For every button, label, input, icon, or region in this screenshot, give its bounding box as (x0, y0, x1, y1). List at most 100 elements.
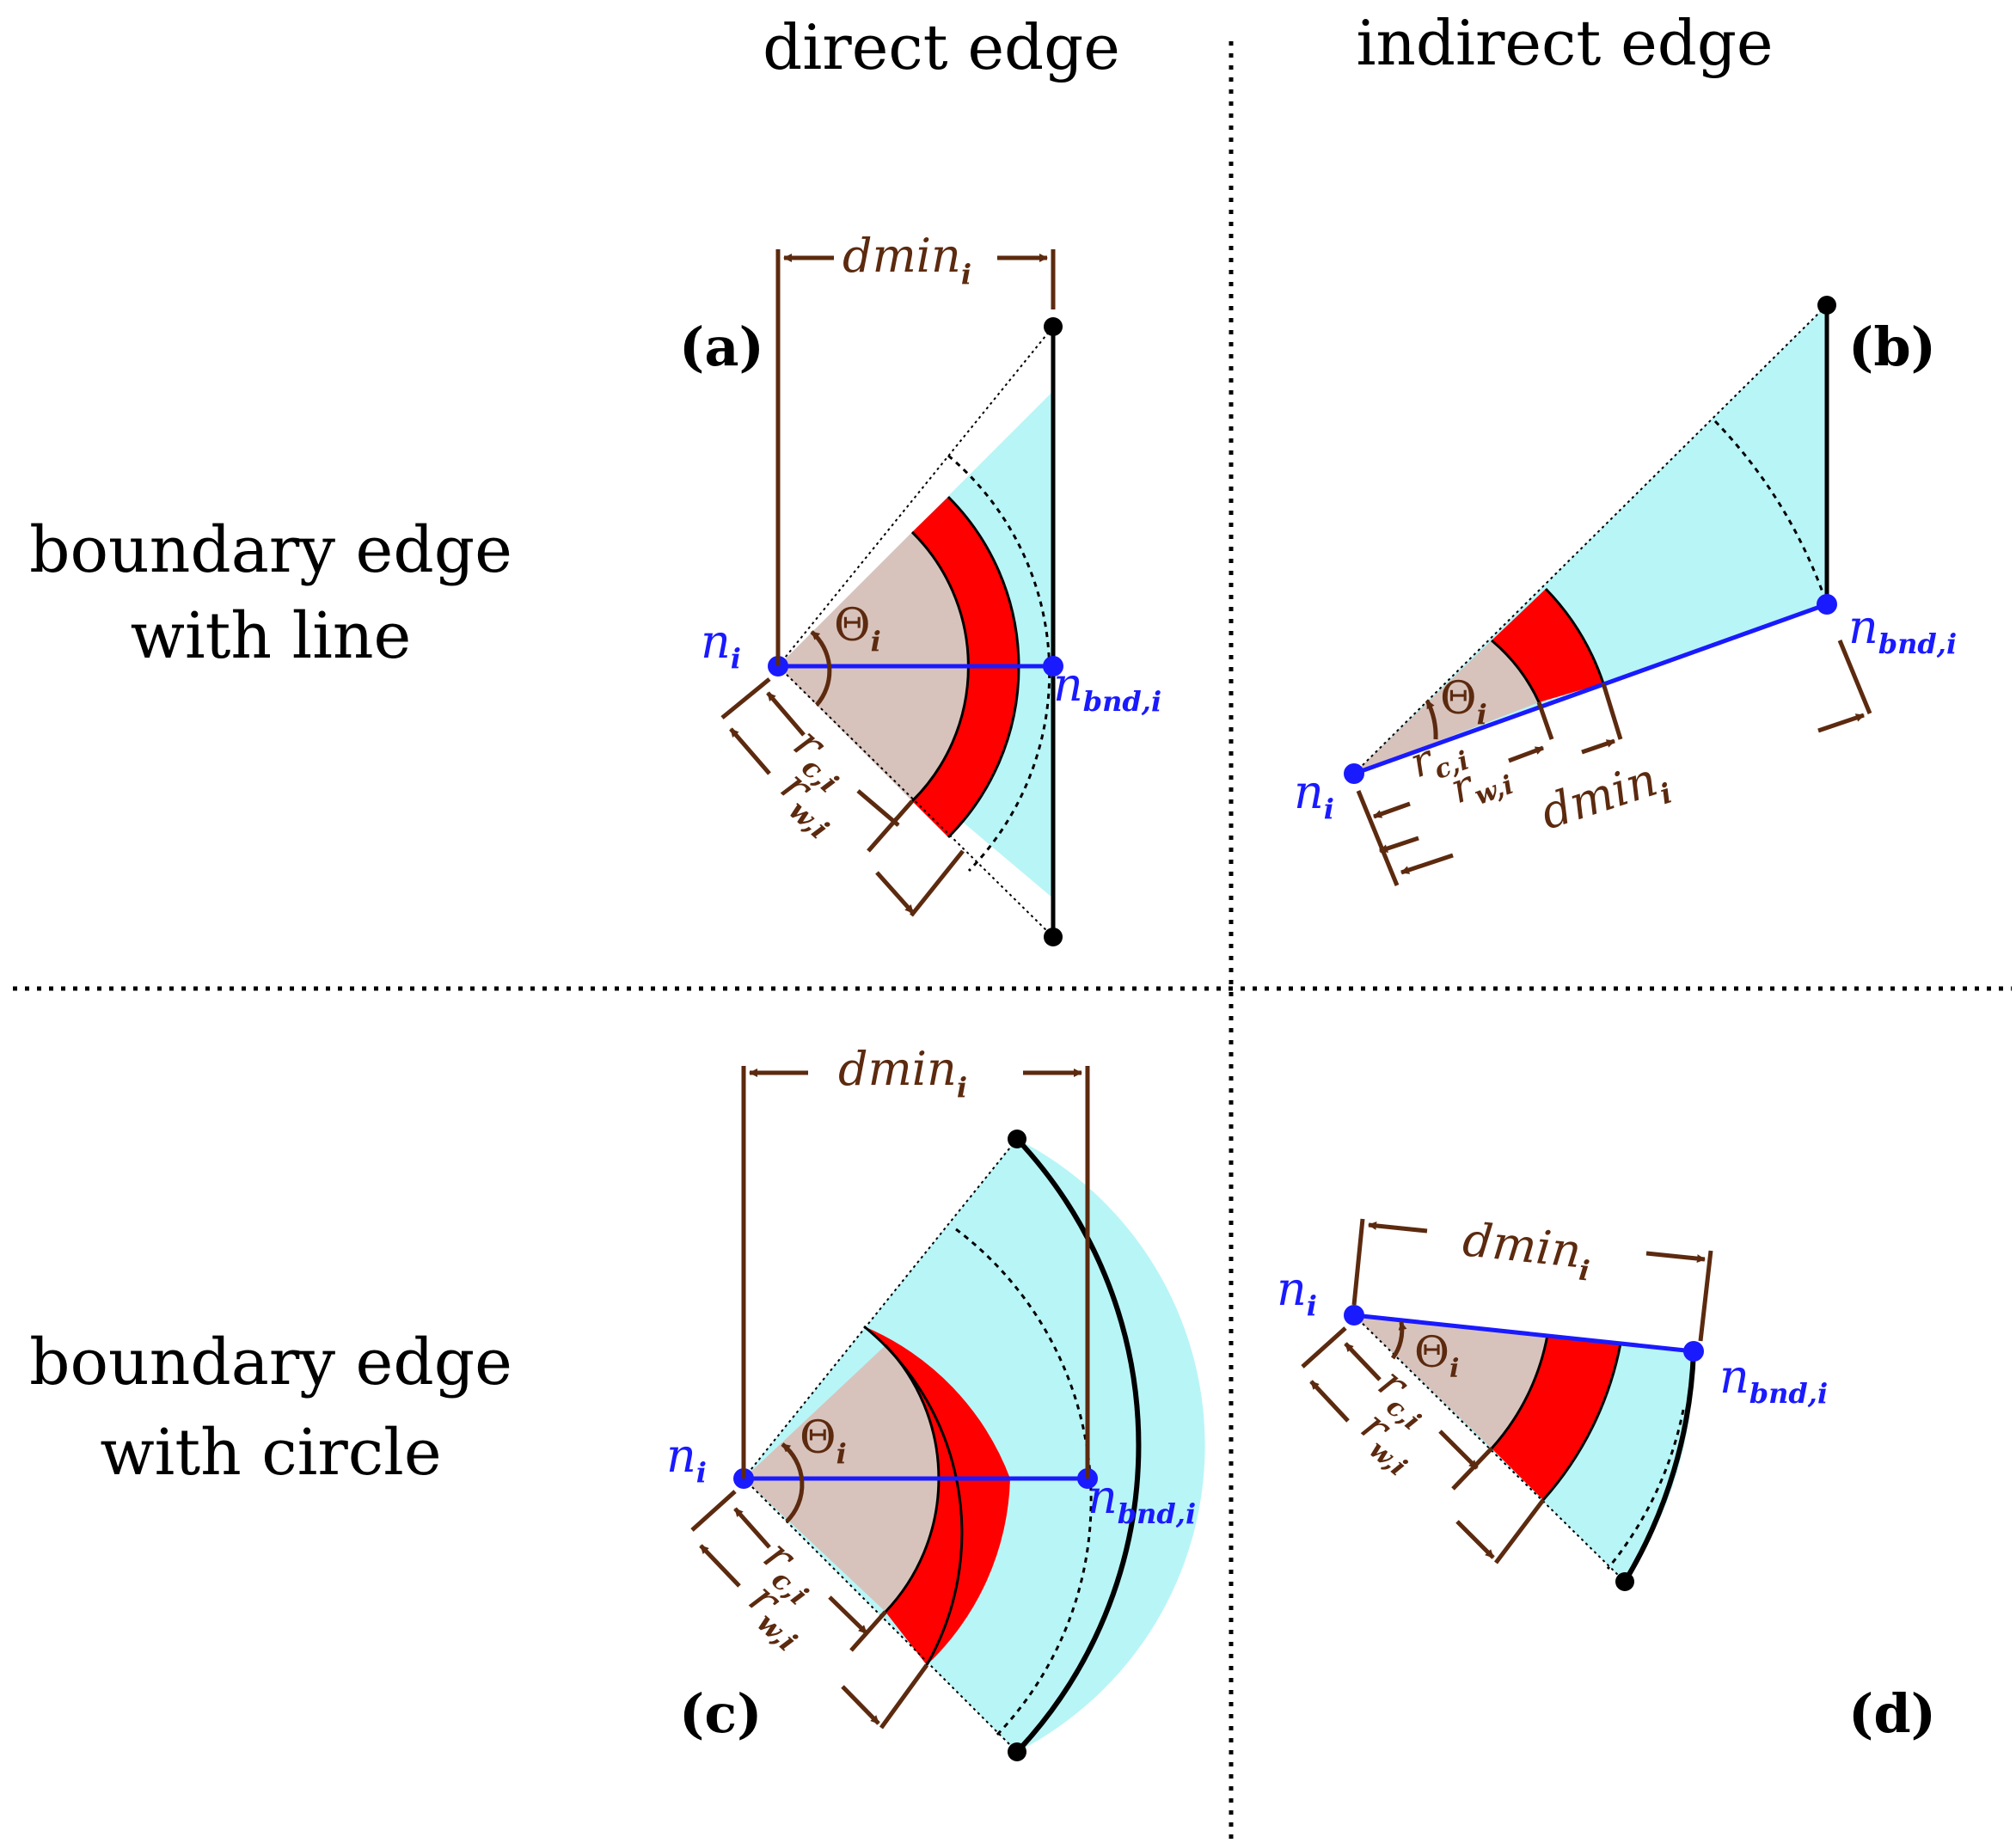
rc-tick (690, 1490, 737, 1532)
rw-arrow-end (1455, 1520, 1495, 1559)
rc-tick-end (1451, 1447, 1493, 1491)
row-label-circle-2: with circle (100, 1416, 441, 1490)
panel-d: dmini Θi rc,i rw,i ni nbnd,i (d) (1277, 1212, 1936, 1745)
dmin-dimension-left (1368, 1221, 1428, 1234)
rw-arrow-end (875, 871, 915, 915)
boundary-circle-arc (1014, 1136, 1142, 1754)
dmin-label: dmini (1535, 749, 1676, 848)
rw-arrow-start (1379, 836, 1419, 854)
panel-b: Θi rc,i rw,i dmini ni nbnd,i (b) (1294, 296, 1957, 886)
dmin-label: dmini (843, 229, 971, 291)
rw-tick-end (1494, 1498, 1545, 1564)
column-header-direct: direct edge (763, 11, 1120, 83)
node-nbnd-i (1683, 1341, 1704, 1362)
theta-label: Θi (800, 1412, 847, 1470)
sector-edge-top (743, 1138, 1018, 1479)
boundary-circle-arc (1622, 1350, 1696, 1583)
wall-arc (1544, 587, 1605, 684)
rc-tick-end (1536, 701, 1554, 740)
rc-tick-end (849, 1610, 887, 1652)
boundary-endpoint-bottom (1615, 1572, 1634, 1591)
rw-arrow-end (1581, 738, 1615, 755)
theta-label: Θi (834, 600, 881, 658)
node-n-i (1344, 763, 1364, 784)
nbnd-i-label: nbnd,i (1053, 658, 1161, 718)
rw-arrow-end (841, 1685, 880, 1725)
dmin-tick-end (1837, 640, 1872, 714)
wall-region-fix (1492, 589, 1603, 702)
node-n-i (1344, 1305, 1364, 1326)
rw-tick-end (1601, 683, 1623, 740)
panel-label-c: (c) (679, 1682, 762, 1745)
rc-arrow-end (828, 1595, 868, 1635)
rw-arrow-start (729, 727, 771, 775)
row-label-line-1: boundary edge (29, 513, 512, 587)
sector-edge-top (1353, 304, 1828, 775)
sector-edge-top (777, 326, 1054, 667)
column-header-indirect: indirect edge (1356, 7, 1773, 79)
core-region (1354, 1315, 1547, 1448)
node-nbnd-i (1043, 656, 1063, 677)
nbnd-i-label: nbnd,i (1719, 1350, 1828, 1410)
rw-arrow-start (699, 1544, 741, 1588)
nbnd-i-label: nbnd,i (1848, 600, 1957, 660)
dmin-arrow-start (1400, 853, 1454, 875)
n-i-label: ni (701, 615, 741, 675)
rc-arrow-start (766, 691, 806, 737)
core-arc (1490, 1334, 1549, 1450)
boundary-endpoint-bottom (1008, 1742, 1026, 1761)
n-i-label: ni (1294, 765, 1334, 825)
dmin-arc (1713, 419, 1829, 605)
core-arc (1491, 639, 1541, 703)
rw-arrow-start (1309, 1380, 1350, 1423)
panel-label-a: (a) (679, 315, 764, 378)
panel-c: dmini Θi rc,i rw,i ni nbnd,i (c) (666, 1042, 1205, 1761)
rw-tick-end (910, 849, 965, 917)
wall-arc-inner (863, 1325, 964, 1666)
boundary-endpoint-top (1008, 1130, 1026, 1148)
n-i-label: ni (1277, 1262, 1317, 1322)
rc-tick-end (867, 799, 914, 853)
dmin-arc (1606, 1409, 1685, 1570)
wall-region (912, 497, 1020, 837)
theta-arc (781, 1442, 805, 1523)
rc-tick (1301, 1326, 1347, 1368)
boundary-endpoint-top (1044, 317, 1063, 336)
dmin-dimension-right (1645, 1251, 1706, 1264)
dmin-tick-start (1356, 790, 1400, 886)
nbnd-i-label: nbnd,i (1088, 1470, 1196, 1530)
panel-label-b: (b) (1848, 315, 1936, 378)
rc-arrow-end (1438, 1430, 1479, 1470)
rc-arrow-end (856, 789, 900, 827)
node-connection (1353, 1313, 1694, 1354)
row-label-circle-1: boundary edge (29, 1326, 512, 1399)
boundary-endpoint-top (1817, 296, 1836, 315)
rc-arrow-end (1508, 745, 1544, 763)
dmin-label: dmini (838, 1042, 967, 1104)
rc-arrow-start (1373, 801, 1411, 819)
rc-tick (720, 677, 771, 719)
node-connection (1353, 602, 1828, 776)
wall-arc (1541, 1343, 1622, 1501)
rw-tick-end (879, 1663, 929, 1730)
node-nbnd-i (1817, 594, 1837, 615)
panel-a: dmini Θi rc,i rw,i ni nbnd,i (a) (679, 229, 1161, 946)
sector-edge-bottom (777, 665, 1054, 938)
dmin-arrow-end (1817, 713, 1865, 733)
row-label-line-2: with line (131, 599, 412, 673)
dmin-ext-right (1698, 1250, 1713, 1342)
boundary-endpoint-bottom (1044, 928, 1063, 946)
theta-arc (1390, 1321, 1407, 1360)
dmin-arc (955, 1228, 1093, 1738)
dmin-ext-left (1351, 1218, 1365, 1306)
core-region-fill (1354, 640, 1539, 774)
panel-label-d: (d) (1848, 1682, 1936, 1745)
theta-arc (1425, 699, 1438, 740)
theta-label: Θi (1414, 1327, 1459, 1384)
theta-arc (810, 630, 832, 707)
rc-arrow-start (733, 1507, 771, 1549)
dmin-arc (947, 454, 1051, 873)
n-i-label: ni (666, 1429, 707, 1489)
wall-region (1492, 1335, 1621, 1500)
